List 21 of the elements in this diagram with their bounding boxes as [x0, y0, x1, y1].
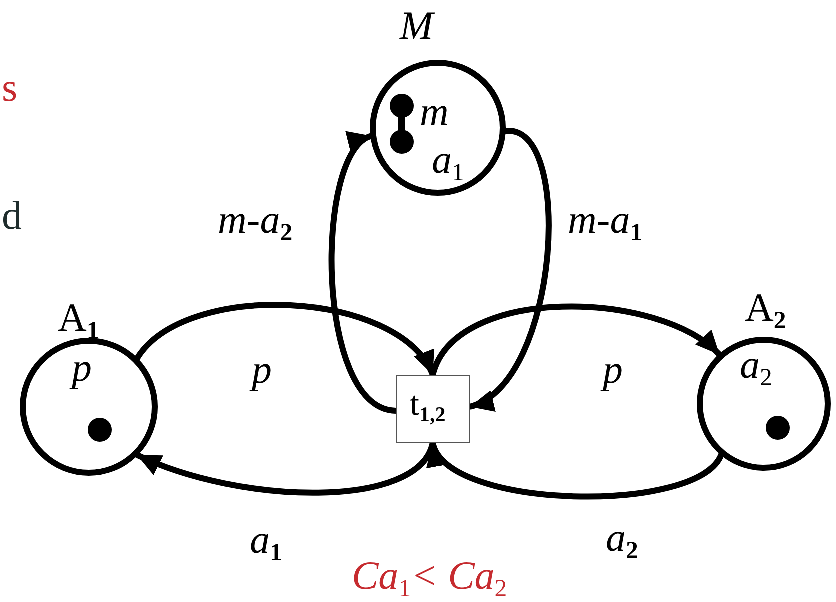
transition-name: t$_{1,2}$: [410, 388, 446, 426]
condition-text: Ca$_{1}$< Ca$_{2}$: [352, 556, 508, 602]
text-fragment: s: [2, 68, 18, 108]
edge-label: p: [603, 350, 623, 390]
arc-arrow: [468, 128, 552, 410]
arc-arrow: [329, 134, 397, 414]
edge-label: p: [252, 350, 272, 390]
text-fragment: d: [2, 196, 22, 236]
edge-label: m-a$_{1}$: [568, 200, 643, 246]
place-name: M: [400, 6, 434, 46]
arc-arrow: [134, 302, 436, 377]
edge-label: m-a$_{2}$: [218, 200, 293, 246]
place-name: A$_{2}$: [745, 288, 786, 334]
place-label: a$_{1}$: [432, 140, 464, 186]
place-label: p: [72, 348, 92, 388]
edge-label: a$_{2}$: [606, 518, 638, 564]
place-name: A$_{1}$: [58, 298, 100, 344]
edge-label: a$_{1}$: [250, 520, 282, 566]
place-label: a$_{2}$: [740, 345, 772, 392]
place-label: m: [420, 92, 449, 132]
arc-arrow: [430, 304, 722, 376]
